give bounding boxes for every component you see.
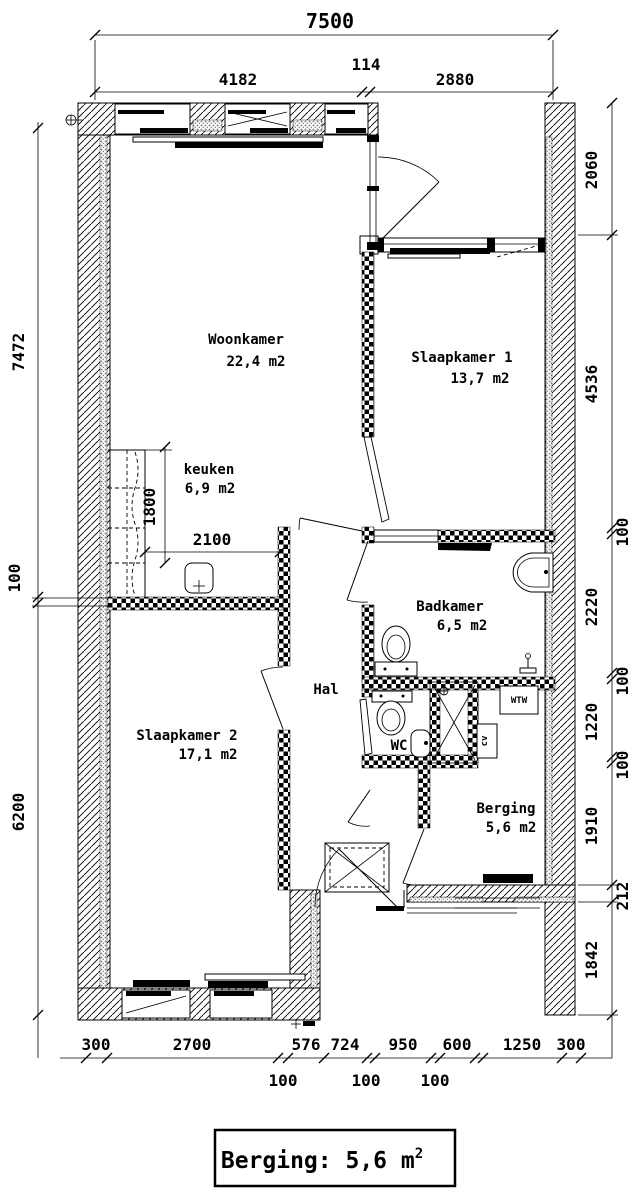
window-top-2 (224, 103, 291, 135)
window-top-3 (324, 103, 369, 135)
badkamer-fixtures (374, 552, 554, 677)
room-labels: Woonkamer 22,4 m2 Slaapkamer 1 13,7 m2 k… (136, 332, 536, 836)
room-label-badkamer: Badkamer (416, 599, 483, 615)
dim-left-3: 6200 (9, 793, 28, 832)
room-label-slaapkamer2: Slaapkamer 2 (136, 728, 237, 744)
door-berging-inner (402, 828, 425, 886)
window-row-slaapkamer1 (359, 235, 548, 259)
door-porch (377, 156, 440, 244)
installation-shaft (429, 681, 479, 764)
dim-right-6: 1220 (582, 703, 601, 742)
dim-bottom-5: 950 (389, 1035, 418, 1054)
window-bottom-2 (209, 989, 273, 1019)
washbasin-badkamer (512, 552, 554, 593)
dim-top-1: 4182 (219, 70, 258, 89)
dim-bottom-3: 576 (292, 1035, 321, 1054)
doormat (324, 842, 390, 893)
dims-bottom: 300 2700 576 724 950 600 1250 300 100 10… (60, 1035, 612, 1090)
windowsill-slaapkamer2 (133, 980, 190, 987)
entrance (324, 842, 517, 914)
dim-right-2: 4536 (582, 365, 601, 404)
room-label-woonkamer: Woonkamer (208, 332, 284, 348)
water-tap-icon-bottom (291, 1019, 315, 1029)
dim-bottom-7: 1250 (503, 1035, 542, 1054)
room-label-slaapkamer1: Slaapkamer 1 (411, 350, 512, 366)
window-bottom-1 (121, 989, 191, 1019)
kitchen-sink (184, 562, 214, 594)
water-tap-icon-topleft (65, 114, 82, 126)
dims-kitchen: 1800 2100 (139, 441, 286, 569)
front-door-threshold (376, 906, 404, 911)
windowsill-woonkamer (132, 136, 324, 143)
room-area-slaapkamer1: 13,7 m2 (450, 371, 509, 387)
door-slaapkamer1 (363, 436, 390, 523)
door-badkamer (346, 540, 369, 603)
radiator-badkamer (438, 543, 492, 551)
door-wc (359, 698, 373, 756)
wtw-label: WTW (511, 696, 528, 706)
room-label-berging: Berging (476, 801, 535, 817)
door-slaapkamer2 (260, 666, 284, 730)
toilet-wc (371, 690, 413, 736)
footer-title-text: Berging: 5,6 m (221, 1148, 415, 1174)
dim-right-1: 2060 (582, 151, 601, 190)
windows (114, 103, 548, 1019)
dims-top: 7500 4182 114 2880 (89, 9, 559, 100)
footer-title: Berging: 5,6 m2 (221, 1146, 423, 1174)
dim-right-3: 100 (613, 518, 632, 547)
room-area-woonkamer: 22,4 m2 (226, 354, 285, 370)
washbasin-wc (410, 729, 431, 758)
water-tap-icon (519, 653, 537, 674)
dim-kitchen-width: 2100 (193, 530, 232, 549)
footer-title-box: Berging: 5,6 m2 (213, 1128, 457, 1188)
cv-label: cv (480, 735, 490, 746)
room-area-slaapkamer2: 17,1 m2 (178, 747, 237, 763)
dim-bottom-sub-3: 100 (421, 1071, 450, 1090)
room-area-badkamer: 6,5 m2 (437, 618, 488, 634)
kitchen-counter (108, 449, 214, 597)
dim-right-5: 100 (613, 667, 632, 696)
dim-bottom-4: 724 (331, 1035, 360, 1054)
porch-glass-wall (367, 135, 379, 250)
dim-right-7: 100 (613, 751, 632, 780)
windowsill-slaapkamer1 (390, 248, 490, 254)
dim-bottom-6: 600 (443, 1035, 472, 1054)
dim-left-1: 7472 (9, 333, 28, 372)
dim-overall-width: 7500 (306, 9, 354, 33)
room-area-berging: 5,6 m2 (486, 820, 537, 836)
interior-walls (107, 251, 556, 891)
dims-right: 2060 4536 100 2220 100 1220 100 1910 212… (578, 97, 632, 1058)
dim-right-9: 212 (613, 882, 632, 911)
doors (260, 156, 540, 911)
dim-top-3: 2880 (436, 70, 475, 89)
door-woonkamer (298, 517, 363, 532)
door-front (314, 848, 405, 911)
dim-bottom-8: 300 (557, 1035, 586, 1054)
dim-top-2: 114 (352, 55, 381, 74)
room-label-hal: Hal (313, 682, 338, 698)
dim-bottom-sub-2: 100 (352, 1071, 381, 1090)
dim-kitchen-depth: 1800 (140, 488, 159, 527)
dim-bottom-1: 300 (82, 1035, 111, 1054)
exterior-walls (77, 102, 576, 1021)
dim-right-8: 1910 (582, 807, 601, 846)
window-top-1 (114, 103, 191, 135)
window-vent-symbol (496, 242, 548, 258)
dims-left: 7472 100 6200 (5, 122, 108, 1058)
wtw-unit: WTW (499, 685, 539, 715)
dim-right-4: 2220 (582, 588, 601, 627)
dim-left-2: 100 (5, 564, 24, 593)
door-closet (347, 789, 371, 827)
footer-title-sup: 2 (415, 1146, 423, 1162)
utilities: WTW cv (65, 114, 539, 1029)
dim-bottom-2: 2700 (173, 1035, 212, 1054)
dim-right-10: 1842 (582, 941, 601, 980)
room-area-keuken: 6,9 m2 (185, 481, 236, 497)
toilet-badkamer (374, 625, 418, 677)
room-label-keuken: keuken (184, 462, 235, 478)
cv-unit: cv (476, 723, 498, 759)
dim-bottom-sub-1: 100 (269, 1071, 298, 1090)
room-label-wc: WC (391, 738, 408, 754)
